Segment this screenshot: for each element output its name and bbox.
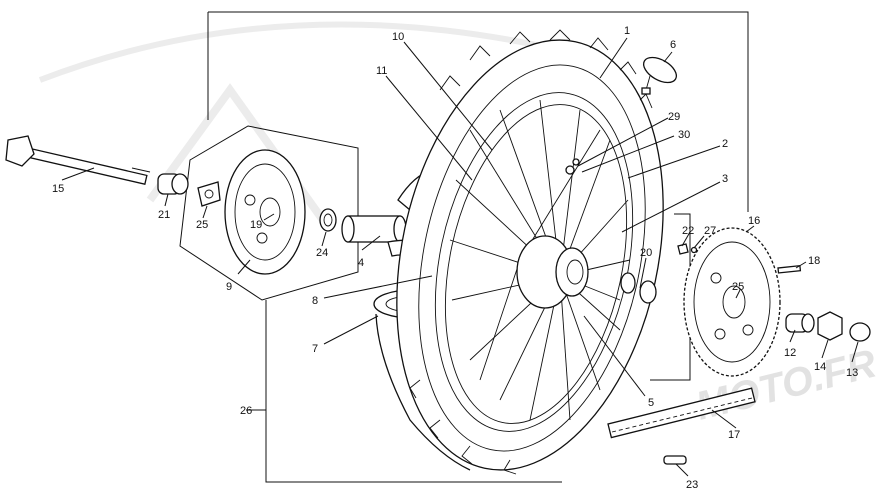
axle-nut-cap [849, 322, 871, 342]
callout-17: 17 [728, 429, 740, 441]
axle-spacer [157, 173, 189, 195]
callout-19: 19 [250, 219, 262, 231]
callout-labels: 1 2 3 4 5 6 7 8 9 10 11 12 13 14 15 16 1… [52, 25, 858, 491]
callout-30: 30 [678, 129, 690, 141]
rear-sprocket [683, 227, 781, 377]
rear-axle [5, 135, 151, 185]
callout-1: 1 [624, 25, 630, 37]
right-axle-spacer [785, 313, 815, 333]
chain-master-link [663, 455, 687, 465]
callout-5: 5 [648, 397, 654, 409]
callout-11: 11 [376, 65, 387, 77]
hub-bearing-left [197, 181, 221, 207]
spoke-nipples [565, 158, 580, 175]
axle-nut [817, 311, 843, 341]
callout-4: 4 [358, 257, 364, 269]
rim-lock [641, 56, 678, 95]
callout-10: 10 [392, 31, 404, 43]
brake-disc [224, 149, 306, 275]
leader-lines [61, 37, 859, 477]
callout-13: 13 [846, 367, 858, 379]
drive-chain [607, 387, 756, 439]
callout-15: 15 [52, 183, 64, 195]
callout-24: 24 [316, 247, 328, 259]
sprocket-bolts [677, 243, 802, 274]
callout-27: 27 [704, 225, 716, 237]
callout-7: 7 [312, 343, 318, 355]
callout-26: 26 [240, 405, 252, 417]
callout-20: 20 [640, 247, 652, 259]
callout-22: 22 [682, 225, 694, 237]
callout-25-right: 25 [732, 281, 744, 293]
callout-29: 29 [668, 111, 680, 123]
callout-9: 9 [226, 281, 232, 293]
wheel-hub [516, 235, 589, 309]
hub-bearing-right [620, 272, 657, 304]
callout-23: 23 [686, 479, 698, 491]
callout-2: 2 [722, 138, 728, 150]
callout-16: 16 [748, 215, 760, 227]
callout-25-left: 25 [196, 219, 208, 231]
callout-14: 14 [814, 361, 826, 373]
callout-21: 21 [158, 209, 170, 221]
callout-18: 18 [808, 255, 820, 267]
callout-3: 3 [722, 173, 728, 185]
callout-8: 8 [312, 295, 318, 307]
brake-disc-frame [179, 125, 359, 301]
callout-12: 12 [784, 347, 796, 359]
wheel-spacer [341, 215, 407, 243]
hub-seal-left [319, 208, 337, 232]
callout-6: 6 [670, 39, 676, 51]
